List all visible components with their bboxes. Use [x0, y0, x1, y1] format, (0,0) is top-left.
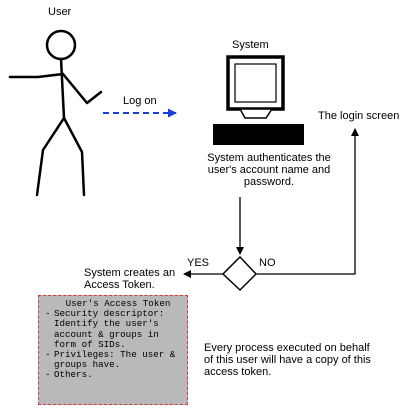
every-process-note: Every process executed on behalf of this…	[204, 342, 371, 378]
user-label: User	[48, 6, 72, 18]
user-right-arm	[61, 72, 103, 105]
access-token-item: -Others.	[45, 369, 93, 381]
monitor-stand	[238, 108, 274, 119]
user-head	[45, 29, 77, 61]
access-token-item: -Security descriptor: Identify the user'…	[45, 308, 165, 350]
authenticates-label: System authenticates the user's account …	[207, 152, 331, 188]
access-token-title: User's Access Token	[65, 298, 171, 309]
user-left-arm	[8, 72, 65, 79]
system-computer-icon	[213, 55, 304, 145]
user-stick-figure	[8, 29, 103, 197]
user-left-leg	[35, 116, 66, 197]
monitor-screen	[234, 63, 277, 103]
log-on-label: Log on	[123, 95, 157, 107]
computer-base	[213, 124, 304, 145]
access-token-item-text: Others.	[54, 369, 93, 381]
access-token-item-text: Privileges: The user & groups have.	[54, 349, 176, 371]
yes-label: YES	[187, 257, 210, 269]
access-token-item: -Privileges: The user & groups have.	[45, 349, 176, 371]
creates-token-label: System creates an Access Token.	[84, 267, 176, 291]
access-token-box: User's Access Token -Security descriptor…	[38, 295, 188, 405]
user-body	[59, 57, 66, 120]
decision-diamond	[221, 255, 258, 292]
access-token-item-text: Security descriptor: Identify the user's…	[54, 308, 165, 350]
system-label: System	[232, 39, 269, 51]
user-right-leg	[62, 116, 86, 197]
no-label: NO	[259, 257, 276, 269]
login-screen-label: The login screen	[318, 110, 400, 122]
no-branch-arrow	[256, 128, 359, 275]
